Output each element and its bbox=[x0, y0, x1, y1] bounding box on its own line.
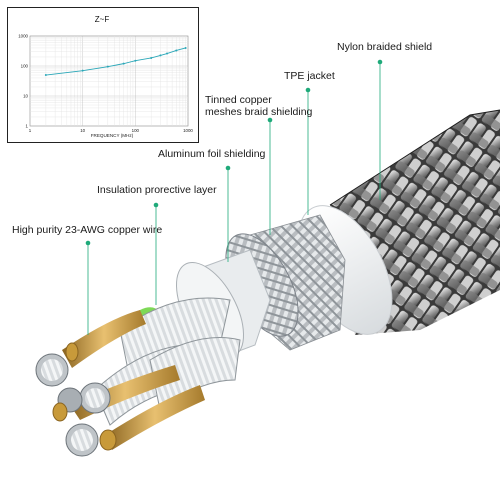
data-point bbox=[44, 74, 47, 77]
y-tick-label: 1000 bbox=[18, 34, 28, 39]
chart-frame bbox=[29, 35, 189, 127]
chart-x-axis-label: FREQUENCY (MHz) bbox=[91, 133, 134, 138]
data-point bbox=[175, 49, 178, 52]
impedance-chart: Z~F 1000 100 10 1 1 10 100 1000 FREQUENCY (MHz… bbox=[18, 15, 194, 138]
data-point bbox=[184, 46, 187, 49]
leader-lines bbox=[85, 59, 383, 335]
data-point bbox=[122, 62, 125, 65]
data-point bbox=[150, 56, 153, 59]
chart-y-tick-labels: 1000 100 10 1 bbox=[18, 34, 28, 129]
impedance-chart-panel: Z~F 1000 100 10 1 1 10 100 1000 FREQUENCY (MHz… bbox=[7, 7, 199, 143]
series-line bbox=[45, 47, 186, 76]
data-point bbox=[106, 65, 109, 68]
conductor-end-caps bbox=[35, 342, 117, 457]
data-point bbox=[166, 52, 169, 55]
y-tick-label: 1 bbox=[26, 124, 29, 129]
chart-grid bbox=[29, 35, 189, 127]
chart-title: Z~F bbox=[95, 15, 110, 24]
data-point bbox=[81, 69, 84, 72]
x-tick-label: 1000 bbox=[183, 128, 193, 133]
y-tick-label: 10 bbox=[23, 94, 28, 99]
x-tick-label: 1 bbox=[29, 128, 32, 133]
x-tick-label: 10 bbox=[80, 128, 85, 133]
data-point bbox=[134, 59, 137, 62]
y-tick-label: 100 bbox=[21, 64, 29, 69]
data-point bbox=[159, 54, 162, 57]
x-tick-label: 100 bbox=[132, 128, 140, 133]
chart-x-tick-labels: 1 10 100 1000 bbox=[29, 128, 194, 133]
chart-series bbox=[44, 46, 187, 77]
